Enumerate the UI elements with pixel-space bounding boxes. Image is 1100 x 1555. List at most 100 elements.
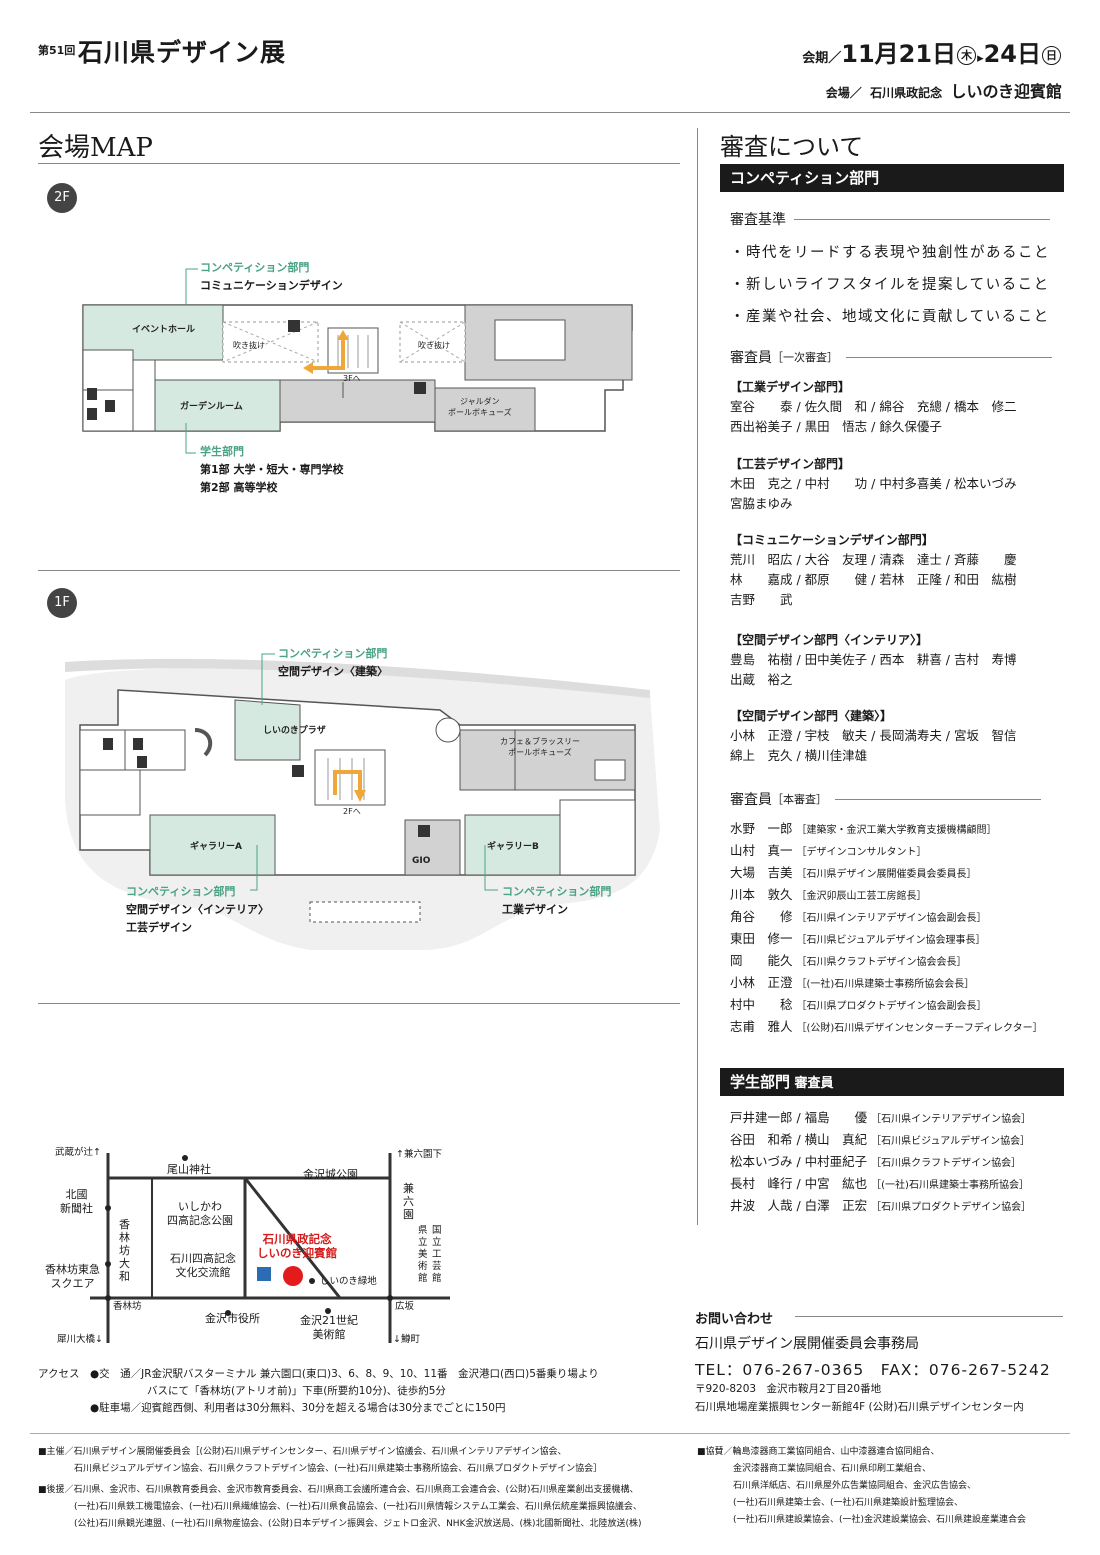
- stairs-to-3f: 3Fへ: [343, 374, 361, 383]
- first-judges-head: 審査員［一次審査］: [730, 347, 1052, 367]
- label-comp-interior: コンペティション部門 空間デザイン〈インテリア〉 工芸デザイン: [126, 883, 269, 937]
- floor-1f-plaza: [234, 699, 301, 761]
- comp-right-item: 工業デザイン: [502, 903, 568, 916]
- cafe-line2: ポールボキューズ: [508, 748, 572, 757]
- venue-marker: [283, 1266, 303, 1286]
- period-end: 24日: [983, 40, 1041, 68]
- floor-1f-stairwell: [314, 749, 386, 806]
- contact-tel: TEL：076-267-0365 FAX：076-267-5242: [695, 1361, 1051, 1379]
- contact-addr-line: 石川県地場産業振興センター新館4F (公財)石川県デザインセンター内: [695, 1401, 1024, 1413]
- room-atrium-west: 吹き抜け: [233, 341, 265, 350]
- area-shiko-hall: 石川四高記念 文化交流館: [170, 1252, 236, 1279]
- judge-name: 水野 一郎: [730, 821, 793, 836]
- names-industrial: 室谷 泰 / 佐久間 和 / 綿谷 充總 / 橋本 修二 西出裕美子 / 黒田 …: [730, 399, 1017, 434]
- room-event-hall: イベントホール: [132, 325, 196, 335]
- floor-1f-badge: 1F: [47, 588, 77, 618]
- floor-2f-stairwell: [327, 327, 379, 374]
- area-museum21: 金沢21世紀 美術館: [300, 1314, 358, 1341]
- restroom-icon: [87, 408, 97, 420]
- final-judge: 大場 吉美 ［石川県デザイン展開催委員会委員長］: [730, 862, 977, 881]
- student-bar-main: 学生部門: [730, 1073, 791, 1091]
- arrow-icon: ▸: [977, 51, 984, 66]
- student-bar: 学生部門 審査員: [720, 1068, 1064, 1096]
- area-kitakoku: 北國 新聞社: [60, 1188, 93, 1215]
- floor-2f-plan: [82, 304, 633, 432]
- floor-divider: [38, 570, 680, 571]
- label-comp-communication: コンペティション部門 コミュニケーションデザイン: [200, 259, 343, 295]
- final-judge: 東田 修一 ［石川県ビジュアルデザイン協会理事長］: [730, 928, 986, 947]
- contact-title: お問い合わせ: [695, 1312, 774, 1327]
- map-bottom-rule: [38, 1003, 680, 1004]
- area-greenway: しいのき緑地: [320, 1276, 377, 1287]
- judge-role: ［石川県ビジュアルデザイン協会理事長］: [796, 935, 986, 946]
- judge-role: ［金沢卯辰山工芸工房館長］: [796, 891, 927, 902]
- floor-2f-badge: 2F: [47, 183, 77, 213]
- category-interior: 【空間デザイン部門〈インテリア〉】: [730, 633, 929, 647]
- parking-icon: [257, 1267, 271, 1281]
- area-kenrokuen: 兼 六 園: [403, 1182, 414, 1221]
- elevator-icon: [292, 765, 304, 777]
- comp-left-label: コンペティション部門: [126, 885, 236, 898]
- judge-name: 角谷 修: [730, 909, 793, 924]
- floor-2f-garden-room: [154, 379, 281, 432]
- criteria-head: 審査基準: [730, 209, 1050, 229]
- room-atrium-east: 吹き抜け: [418, 341, 450, 350]
- footer-support: ■後援／石川県、金沢市、石川県教育委員会、金沢市教育委員会、石川県商工会議所連合…: [38, 1485, 642, 1529]
- end-weekday: 日: [1042, 46, 1061, 65]
- comp-label: コンペティション部門: [200, 261, 310, 274]
- first-sub-text: ［一次審査］: [772, 351, 838, 364]
- contact-org: 石川県デザイン展開催委員会事務局: [695, 1336, 919, 1352]
- criteria-1: ・時代をリードする表現や独創性があること: [730, 245, 1050, 261]
- floor-2f-gray-center: [279, 379, 436, 423]
- accessible-restroom-icon: [137, 756, 147, 768]
- final-judge: 角谷 修 ［石川県インテリアデザイン協会副会長］: [730, 906, 987, 925]
- header-divider: [30, 112, 1070, 113]
- accessible-restroom-icon: [105, 400, 115, 412]
- comp-left-item-1: 空間デザイン〈インテリア〉: [126, 903, 269, 916]
- area-venue: 石川県政記念しいのき迎賓館: [257, 1232, 337, 1260]
- label-comp-architecture: コンペティション部門 空間デザイン〈建築〉: [278, 645, 388, 681]
- comp-top-label: コンペティション部門: [278, 647, 388, 660]
- room-garden: ガーデンルーム: [180, 402, 243, 412]
- event-venue: 会場／ 石川県政記念 しいのき迎賓館: [826, 78, 1062, 102]
- area-hirosaka: 広坂: [395, 1301, 415, 1312]
- criteria-head-text: 審査基準: [730, 212, 786, 228]
- cafe-line1: カフェ＆ブラッスリー: [500, 737, 580, 746]
- criteria-3: ・産業や社会、地域文化に貢献していること: [730, 309, 1050, 325]
- floor-2f-gray-inner: [494, 319, 566, 361]
- student-judge-names: 井波 人哉 / 白澤 正宏: [730, 1198, 868, 1213]
- judge-role: ［石川県クラフトデザイン協会会長］: [796, 957, 967, 968]
- student-judge: 戸井建一郎 / 福島 優 ［石川県インテリアデザイン協会］: [730, 1107, 1031, 1126]
- names-craft: 木田 克之 / 中村 功 / 中村多喜美 / 松本いづみ 宮脇まゆみ: [730, 476, 1017, 511]
- stairs-arrow-icon: [333, 770, 362, 795]
- judging-title: 審査について: [720, 133, 864, 161]
- student-judge: 松本いづみ / 中村亜紀子 ［石川県クラフトデザイン協会］: [730, 1151, 1021, 1170]
- area-saigawa: 犀川大橋↓: [57, 1334, 103, 1345]
- student-judge-role: ［石川県インテリアデザイン協会］: [871, 1114, 1032, 1125]
- final-head-text: 審査員: [730, 792, 772, 808]
- event-title: 石川県デザイン展: [78, 38, 287, 67]
- judge-name: 村中 稔: [730, 997, 793, 1012]
- judge-role: ［石川県デザイン展開催委員会委員長］: [796, 869, 977, 880]
- stairs-to-2f: 2Fへ: [343, 807, 361, 816]
- first-head-text: 審査員: [730, 350, 772, 366]
- elevator-icon: [418, 825, 430, 837]
- access-label: アクセス: [38, 1368, 80, 1380]
- student-judge-names: 戸井建一郎 / 福島 優: [730, 1110, 868, 1125]
- category-architecture: 【空間デザイン部門〈建築〉】: [730, 709, 893, 723]
- student-judge-role: ［(一社)石川県建築士事務所協会］: [871, 1180, 1029, 1191]
- final-judge: 川本 敦久 ［金沢卯辰山工芸工房館長］: [730, 884, 927, 903]
- contact-rule: [795, 1316, 1063, 1317]
- final-judge: 岡 能久 ［石川県クラフトデザイン協会会長］: [730, 950, 967, 969]
- final-judge: 水野 一郎 ［建築家・金沢工業大学教育支援機構顧問］: [730, 818, 997, 837]
- area-museum-national: 国 立 工 芸 館: [432, 1225, 442, 1284]
- area-venue-line2: しいのき迎賓館: [257, 1246, 338, 1260]
- student-judge: 井波 人哉 / 白澤 正宏 ［石川県プロダクトデザイン協会］: [730, 1195, 1031, 1214]
- contact-zip: 〒920-8203 金沢市鞍月2丁目20番地: [695, 1383, 882, 1395]
- restroom-icon: [133, 738, 143, 750]
- judge-name: 山村 真一: [730, 843, 793, 858]
- edition-label: 第51回: [38, 44, 76, 57]
- comp-item: コミュニケーションデザイン: [200, 279, 343, 292]
- jardin-line2: ポールボキューズ: [448, 408, 512, 417]
- room-cafe: カフェ＆ブラッスリーポールボキューズ: [500, 736, 580, 758]
